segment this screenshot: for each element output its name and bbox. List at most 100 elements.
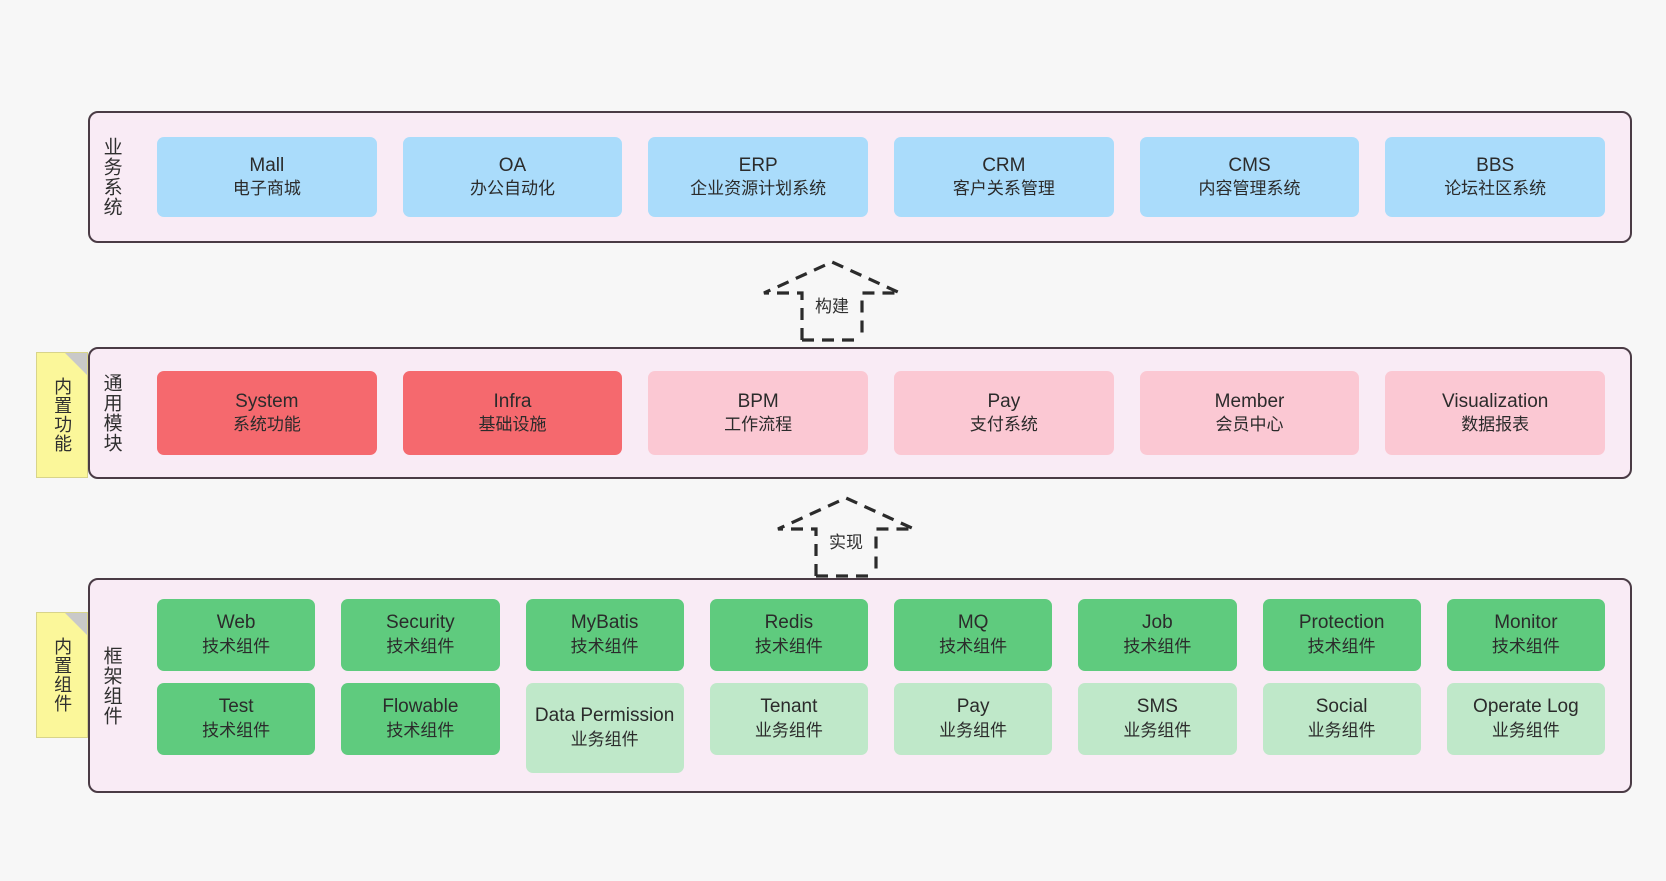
node-cms[interactable]: CMS 内容管理系统 (1139, 137, 1360, 217)
node-oa-en: OA (498, 154, 527, 176)
node-bbs[interactable]: BBS 论坛社区系统 (1385, 137, 1606, 217)
node-system-en: System (235, 390, 299, 412)
node-member-en: Member (1214, 390, 1285, 412)
node-system[interactable]: System 系统功能 (157, 371, 377, 455)
sticky-note-builtin-components: 内置组件 (36, 612, 88, 738)
node-mq-cn: 技术组件 (939, 636, 1008, 656)
node-pay-module-cn: 支付系统 (969, 415, 1038, 435)
node-bbs-cn: 论坛社区系统 (1444, 179, 1547, 199)
node-bpm[interactable]: BPM 工作流程 (648, 371, 869, 455)
node-bpm-en: BPM (737, 390, 779, 412)
node-oa-cn: 办公自动化 (470, 179, 555, 199)
node-cms-cn: 内容管理系统 (1198, 179, 1301, 199)
node-sms-en: SMS (1136, 696, 1178, 718)
node-operate-log-en: Operate Log (1473, 696, 1579, 718)
node-mall-en: Mall (249, 154, 285, 176)
node-tenant[interactable]: Tenant 业务组件 (709, 682, 868, 755)
node-visualization-cn: 数据报表 (1461, 415, 1530, 435)
node-operate-log[interactable]: Operate Log 业务组件 (1446, 682, 1605, 755)
node-member-cn: 会员中心 (1215, 415, 1284, 435)
layer-business-title: 业务系统 (100, 137, 122, 217)
node-social-en: Social (1315, 696, 1368, 718)
node-mall-cn: 电子商城 (232, 179, 301, 199)
node-security-en: Security (386, 612, 455, 634)
node-mq-en: MQ (957, 612, 989, 634)
layer-modules-nodes: System 系统功能 Infra 基础设施 BPM 工作流程 Pay 支付系统… (132, 349, 1630, 477)
sticky-note-builtin-components-label: 内置组件 (52, 637, 73, 713)
layer-framework-components: 框架组件 Web 技术组件 Security 技术组件 MyBatis 技术组件… (88, 578, 1632, 793)
node-data-permission[interactable]: Data Permission 业务组件 (525, 682, 684, 773)
layer-framework-nodes: Web 技术组件 Security 技术组件 MyBatis 技术组件 Redi… (132, 580, 1630, 791)
framework-row-tech: Web 技术组件 Security 技术组件 MyBatis 技术组件 Redi… (144, 598, 1618, 671)
node-erp[interactable]: ERP 企业资源计划系统 (648, 137, 869, 217)
node-test-en: Test (218, 696, 254, 718)
node-job-en: Job (1142, 612, 1173, 634)
connector-build-arrow (763, 260, 901, 342)
node-mall[interactable]: Mall 电子商城 (157, 137, 377, 217)
node-pay-component[interactable]: Pay 业务组件 (894, 682, 1053, 755)
node-erp-cn: 企业资源计划系统 (690, 179, 827, 199)
node-crm-cn: 客户关系管理 (952, 179, 1055, 199)
node-sms[interactable]: SMS 业务组件 (1078, 682, 1237, 755)
node-protection-en: Protection (1298, 612, 1385, 634)
node-mybatis-cn: 技术组件 (570, 636, 639, 656)
node-system-cn: 系统功能 (232, 415, 301, 435)
node-mybatis[interactable]: MyBatis 技术组件 (525, 598, 684, 671)
node-flowable[interactable]: Flowable 技术组件 (341, 682, 500, 755)
layer-modules-title: 通用模块 (100, 373, 122, 453)
node-infra-cn: 基础设施 (478, 415, 547, 435)
node-test[interactable]: Test 技术组件 (157, 682, 316, 755)
layer-framework-title: 框架组件 (100, 645, 122, 726)
node-oa[interactable]: OA 办公自动化 (402, 137, 623, 217)
node-job[interactable]: Job 技术组件 (1078, 598, 1237, 671)
node-mybatis-en: MyBatis (570, 612, 639, 634)
node-protection-cn: 技术组件 (1307, 636, 1376, 656)
node-infra[interactable]: Infra 基础设施 (402, 371, 623, 455)
node-flowable-en: Flowable (382, 696, 459, 718)
node-pay-component-cn: 业务组件 (939, 720, 1008, 740)
node-bpm-cn: 工作流程 (724, 415, 793, 435)
node-crm[interactable]: CRM 客户关系管理 (894, 137, 1114, 217)
node-web-en: Web (216, 612, 256, 634)
connector-build-label: 构建 (815, 297, 849, 316)
node-job-cn: 技术组件 (1123, 636, 1192, 656)
node-test-cn: 技术组件 (202, 720, 271, 740)
node-pay-module[interactable]: Pay 支付系统 (894, 371, 1114, 455)
node-security[interactable]: Security 技术组件 (341, 598, 500, 671)
node-erp-en: ERP (738, 154, 778, 176)
node-cms-en: CMS (1228, 154, 1271, 176)
node-redis[interactable]: Redis 技术组件 (709, 598, 868, 671)
node-protection[interactable]: Protection 技术组件 (1262, 598, 1421, 671)
node-flowable-cn: 技术组件 (386, 720, 455, 740)
node-member[interactable]: Member 会员中心 (1139, 371, 1360, 455)
node-operate-log-cn: 业务组件 (1491, 720, 1560, 740)
node-tenant-cn: 业务组件 (754, 720, 823, 740)
node-data-permission-cn: 业务组件 (570, 729, 639, 749)
node-visualization-en: Visualization (1442, 390, 1549, 412)
node-social[interactable]: Social 业务组件 (1262, 682, 1421, 755)
node-web[interactable]: Web 技术组件 (157, 598, 316, 671)
node-data-permission-en: Data Permission (534, 705, 675, 727)
connector-implement-label: 实现 (829, 533, 863, 552)
layer-business-systems: 业务系统 Mall 电子商城 OA 办公自动化 ERP 企业资源计划系统 CRM… (88, 111, 1632, 243)
node-monitor[interactable]: Monitor 技术组件 (1446, 598, 1605, 671)
sticky-note-builtin-features: 内置功能 (36, 352, 88, 478)
node-mq[interactable]: MQ 技术组件 (894, 598, 1053, 671)
node-infra-en: Infra (493, 390, 532, 412)
node-redis-en: Redis (764, 612, 814, 634)
node-crm-en: CRM (982, 154, 1026, 176)
node-bbs-en: BBS (1476, 154, 1515, 176)
sticky-note-builtin-features-label: 内置功能 (52, 377, 73, 453)
sticky-fold-icon (65, 613, 87, 635)
node-social-cn: 业务组件 (1307, 720, 1376, 740)
node-tenant-en: Tenant (760, 696, 818, 718)
node-monitor-cn: 技术组件 (1491, 636, 1560, 656)
connector-implement-arrow (777, 496, 915, 578)
node-monitor-en: Monitor (1494, 612, 1558, 634)
framework-row-biz: Test 技术组件 Flowable 技术组件 Data Permission … (144, 682, 1618, 773)
node-web-cn: 技术组件 (202, 636, 271, 656)
layer-business-nodes: Mall 电子商城 OA 办公自动化 ERP 企业资源计划系统 CRM 客户关系… (132, 113, 1630, 241)
node-visualization[interactable]: Visualization 数据报表 (1385, 371, 1606, 455)
node-security-cn: 技术组件 (386, 636, 455, 656)
